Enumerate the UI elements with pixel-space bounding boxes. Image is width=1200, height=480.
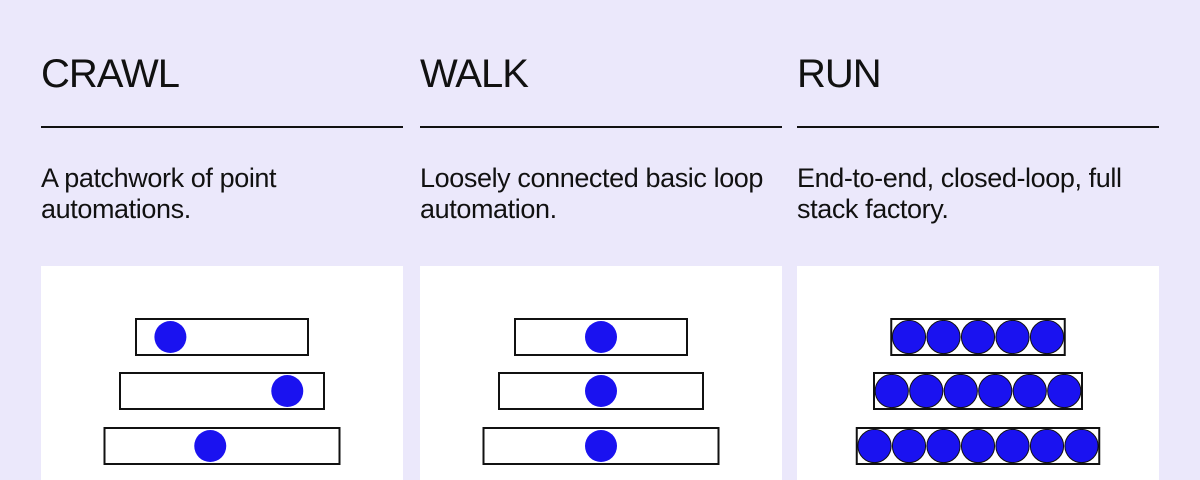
automation-dot [857, 428, 892, 464]
automation-dot [891, 319, 927, 355]
stage-title: CRAWL [41, 52, 180, 96]
automation-dot [926, 319, 961, 355]
stage-divider [420, 126, 782, 128]
automation-dot [1029, 319, 1065, 355]
automation-dot [943, 373, 978, 409]
stage-description: A patchwork of point automations. [41, 163, 277, 224]
stage-description: End-to-end, closed-loop, full stack fact… [797, 163, 1122, 224]
stage-walk: WALK Loosely connected basic loop automa… [420, 0, 782, 480]
automation-dot [271, 375, 304, 407]
automation-dot [585, 321, 617, 353]
stage-diagram-panel [797, 266, 1159, 480]
automation-dot [585, 430, 617, 462]
automation-dot [1012, 373, 1047, 409]
automation-dot [960, 319, 996, 355]
automation-dot [995, 428, 1030, 464]
automation-dot [926, 428, 961, 464]
automation-dot [154, 321, 187, 353]
stage-diagram-panel [420, 266, 782, 480]
automation-dot [194, 430, 227, 462]
automation-dot [960, 428, 996, 464]
stage-run: RUN End-to-end, closed-loop, full stack … [797, 0, 1159, 480]
automation-dot [1047, 373, 1082, 409]
run-diagram [855, 318, 1101, 465]
automation-dot [874, 373, 909, 409]
automation-dot [585, 375, 617, 407]
stage-title: WALK [420, 52, 529, 96]
automation-dot [978, 373, 1013, 409]
stage-title: RUN [797, 52, 882, 96]
stage-crawl: CRAWL A patchwork of point automations. [41, 0, 403, 480]
automation-dot [1029, 428, 1065, 464]
automation-dot [891, 428, 927, 464]
stage-diagram-panel [41, 266, 403, 480]
automation-dot [909, 373, 944, 409]
stage-divider [41, 126, 403, 128]
crawl-diagram [103, 318, 341, 465]
stage-divider [797, 126, 1159, 128]
walk-diagram [482, 318, 720, 465]
automation-dot [1064, 428, 1099, 464]
automation-dot [995, 319, 1030, 355]
stage-description: Loosely connected basic loop automation. [420, 163, 764, 224]
